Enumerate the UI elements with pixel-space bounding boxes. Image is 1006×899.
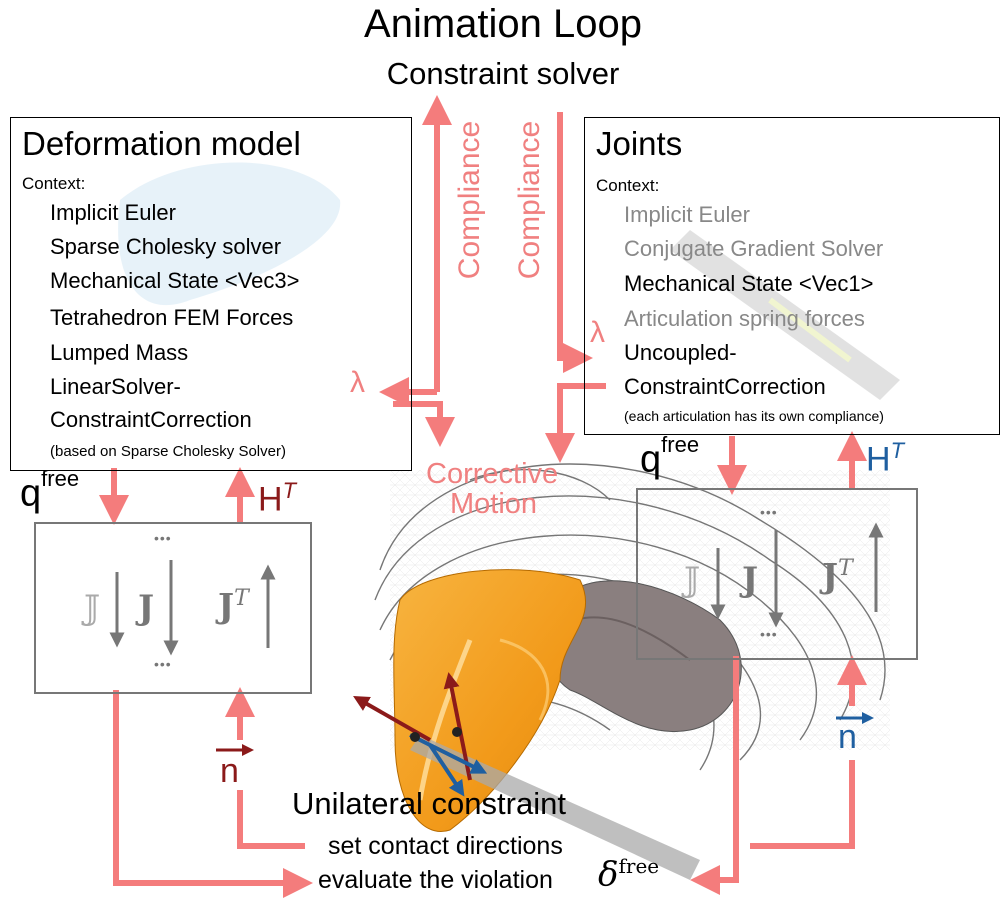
corrective-motion-label-line1: Corrective [426, 458, 559, 490]
deformation-item: ConstraintCorrection [50, 407, 252, 432]
jacobian-box-left [34, 522, 312, 694]
delta-superscript: free [618, 854, 660, 878]
arrow-left-bottom-loop [113, 690, 313, 898]
line-contact-left [237, 790, 305, 849]
page-subtitle: Constraint solver [386, 56, 620, 91]
delta-symbol: δ [598, 854, 619, 895]
dots-top-left: ••• [154, 530, 172, 546]
h-transpose-left: HT [258, 478, 296, 519]
set-contact-directions: set contact directions [328, 832, 563, 860]
j-symbol-left: J [138, 588, 155, 628]
lambda-left: λ [350, 366, 365, 399]
deformation-item: Mechanical State <Vec3> [50, 268, 300, 293]
lambda-right: λ [590, 316, 605, 349]
n-left: n [220, 752, 239, 790]
dots-bottom-right: ••• [760, 626, 778, 642]
compliance-label-right: Compliance [513, 120, 546, 280]
dots-top-right: ••• [760, 504, 778, 520]
h-superscript: T [282, 478, 297, 503]
jt-symbol-right: JT [822, 556, 853, 596]
corrective-motion-label-line2: Motion [450, 488, 538, 520]
joints-item-gray: Articulation spring forces [624, 306, 865, 331]
evaluate-violation: evaluate the violation [318, 866, 553, 894]
contact-point-2 [452, 727, 462, 737]
q-free-left: qfree [20, 466, 79, 516]
deformation-context-label: Context: [22, 174, 86, 193]
arrow-corrective-right [545, 383, 606, 463]
joints-box [584, 117, 1000, 435]
jt-symbol-left: JT [218, 586, 249, 626]
unilateral-constraint-title: Unilateral constraint [292, 786, 566, 821]
deformation-item: Implicit Euler [50, 200, 176, 225]
arrow-compliance-right [557, 112, 593, 373]
deformation-item: LinearSolver- [50, 374, 181, 399]
joint-ghost-illustration [670, 230, 900, 400]
page-title: Animation Loop [364, 2, 642, 46]
joints-item: ConstraintCorrection [624, 374, 826, 399]
jt-superscript: T [234, 586, 249, 611]
h-symbol: H [258, 480, 283, 519]
jacobian-arrows-left [109, 560, 276, 656]
q-symbol: q [640, 438, 662, 481]
q-superscript: free [661, 432, 700, 457]
arrow-right-bottom-loop [690, 656, 739, 895]
jj-symbol-right: 𝕁 [684, 560, 701, 600]
joints-title: Joints [596, 125, 683, 162]
jj-symbol-left: 𝕁 [84, 588, 101, 628]
jacobian-arrows-right [710, 522, 884, 628]
deformation-item: Sparse Cholesky solver [50, 234, 282, 259]
jt-base: J [218, 586, 235, 627]
jacobian-box-right [636, 488, 918, 660]
line-contact-right [750, 760, 855, 849]
joints-context-label: Context: [596, 176, 660, 195]
joints-item-gray: Implicit Euler [624, 202, 750, 227]
contact-normal-blue-2 [428, 743, 465, 797]
arrow-corrective-left [393, 401, 455, 447]
liver-ghost-illustration [118, 162, 341, 306]
joints-item-gray: Conjugate Gradient Solver [624, 236, 884, 261]
n-right: n [838, 718, 857, 756]
h-transpose-right: HT [866, 438, 904, 479]
q-free-right: qfree [640, 432, 699, 482]
compliance-label-left: Compliance [453, 120, 486, 280]
q-symbol: q [20, 472, 42, 515]
h-symbol: H [866, 440, 891, 479]
deformation-title: Deformation model [22, 125, 301, 162]
contact-point-1 [410, 732, 420, 742]
joints-note: (each articulation has its own complianc… [624, 408, 884, 424]
q-superscript: free [41, 466, 80, 491]
j-symbol-right: J [742, 560, 759, 600]
deformation-model-box [10, 117, 412, 471]
deformation-note: (based on Sparse Cholesky Solver) [50, 443, 286, 460]
contact-normal-blue-1 [409, 733, 488, 774]
joints-item: Uncoupled- [624, 340, 737, 365]
deformation-item: Tetrahedron FEM Forces [50, 305, 294, 330]
jt-superscript: T [838, 556, 853, 581]
delta-free: δfree [598, 854, 659, 894]
dots-bottom-left: ••• [154, 656, 172, 672]
joints-item: Mechanical State <Vec1> [624, 271, 874, 296]
h-superscript: T [890, 438, 905, 463]
flow-arrows [99, 95, 867, 898]
deformation-item: Lumped Mass [50, 340, 189, 365]
jt-base: J [822, 556, 839, 597]
